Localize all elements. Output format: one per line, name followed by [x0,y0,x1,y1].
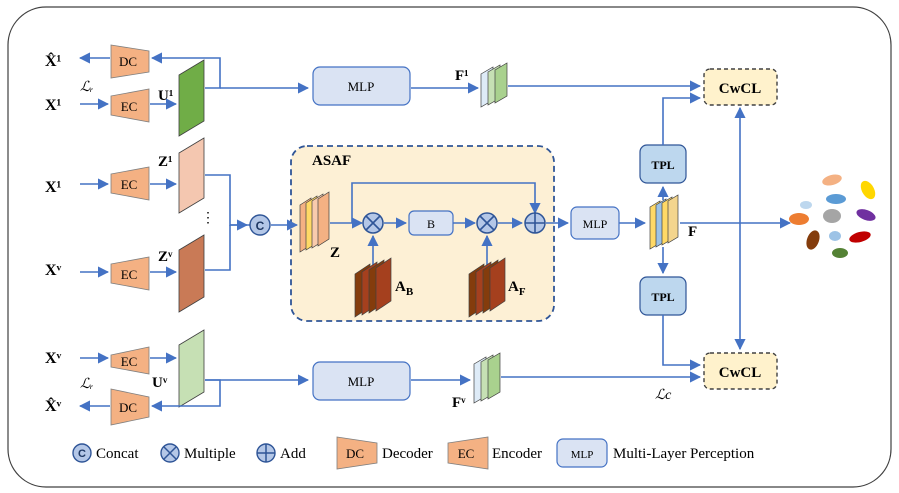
encoder-mid-1-label: EC [121,177,138,192]
z-label: Z [330,245,340,261]
mlp-mid-label: MLP [583,217,608,231]
legend-mlp-label: Multi-Layer Perception [613,446,755,462]
encoder-mid-1: EC [110,166,150,201]
zv-feature [178,234,205,313]
legend-mlp-icon: MLP [556,438,608,468]
decoder-top-label: DC [119,54,137,69]
encoder-bottom-label: EC [121,354,138,369]
fv-feature-stack [473,352,501,404]
af-label: AF [508,279,526,298]
lr-top-label: ℒᵣ [80,80,94,95]
tpl-top-label: TPL [651,158,674,172]
asaf-title: ASAF [312,153,351,169]
legend-add-icon [256,443,276,463]
legend-concat-icon [72,443,92,463]
u1-label: U¹ [158,88,173,104]
legend-encoder-symbol: EC [458,446,475,461]
legend-multiple-label: Multiple [184,446,236,462]
decoder-top: DC [110,44,150,79]
f1-feature-stack [480,62,508,108]
concat-symbol-label: C [256,219,265,233]
tpl-bottom: TPL [639,276,687,316]
encoder-bottom: EC [110,346,150,375]
legend-encoder-label: Encoder [492,446,542,462]
z1-feature [178,137,205,214]
xv-input-label-mid: Xᵛ [45,262,62,279]
z-feature-stack [299,191,330,253]
x1-input-label-mid: X¹ [45,179,62,196]
f-feature-stack [649,194,679,250]
tpl-bottom-label: TPL [651,290,674,304]
ab-label: AB [395,279,414,298]
legend-decoder-icon: DC [336,436,378,470]
xv-hat-label: X̂ᵛ [45,397,62,415]
legend-mlp-symbol: MLP [571,449,594,461]
legend-encoder-icon: EC [447,436,489,470]
encoder-top-label: EC [121,99,138,114]
cwcl-top-label: CwCL [719,81,762,97]
x1-hat-label: X̂¹ [45,52,62,70]
zv-label: Zᵛ [158,249,173,265]
encoder-top: EC [110,88,150,123]
cwcl-bottom: CwCL [703,352,778,390]
x1-input-label-top: X¹ [45,97,62,114]
ab-feature-stack [354,257,392,318]
uv-label: Uᵛ [152,375,168,391]
f1-label: F¹ [455,68,469,84]
legend-add-label: Add [280,446,306,462]
legend-concat-symbol: C [78,448,86,460]
lr-bottom-label: ℒᵣ [80,377,94,392]
legend-multiple-icon [160,443,180,463]
decoder-bottom: DC [110,388,150,426]
mlp-top: MLP [312,66,411,106]
mlp-bottom-label: MLP [348,374,375,389]
add-symbol [524,212,546,234]
b-block-label: B [427,217,435,231]
multiply-symbol-1 [362,212,384,234]
legend-decoder-symbol: DC [346,446,364,461]
xv-input-label-bottom: Xᵛ [45,350,62,367]
legend-decoder-label: Decoder [382,446,433,462]
ellipsis-dots: ⋮ [201,211,215,226]
b-block: B [408,210,454,236]
encoder-mid-v: EC [110,256,150,291]
mlp-top-label: MLP [348,79,375,94]
lc-label: ℒc [655,388,672,403]
tpl-top: TPL [639,144,687,184]
legend: C Concat Multiple Add DC Decoder EC Enco… [72,436,755,470]
mlp-bottom: MLP [312,361,411,401]
f-label: F [688,224,697,240]
cwcl-bottom-label: CwCL [719,365,762,381]
u1-feature [178,59,205,137]
z1-label: Z¹ [158,154,173,170]
fv-label: Fᵛ [452,395,466,411]
decoder-bottom-label: DC [119,400,137,415]
af-feature-stack [468,257,506,318]
cluster-visualization-icon [789,174,876,258]
uv-feature [178,329,205,408]
mlp-mid: MLP [570,206,620,240]
concat-symbol: C [249,214,271,236]
multiply-symbol-2 [476,212,498,234]
cwcl-top: CwCL [703,68,778,106]
encoder-mid-v-label: EC [121,267,138,282]
legend-concat-label: Concat [96,446,139,462]
